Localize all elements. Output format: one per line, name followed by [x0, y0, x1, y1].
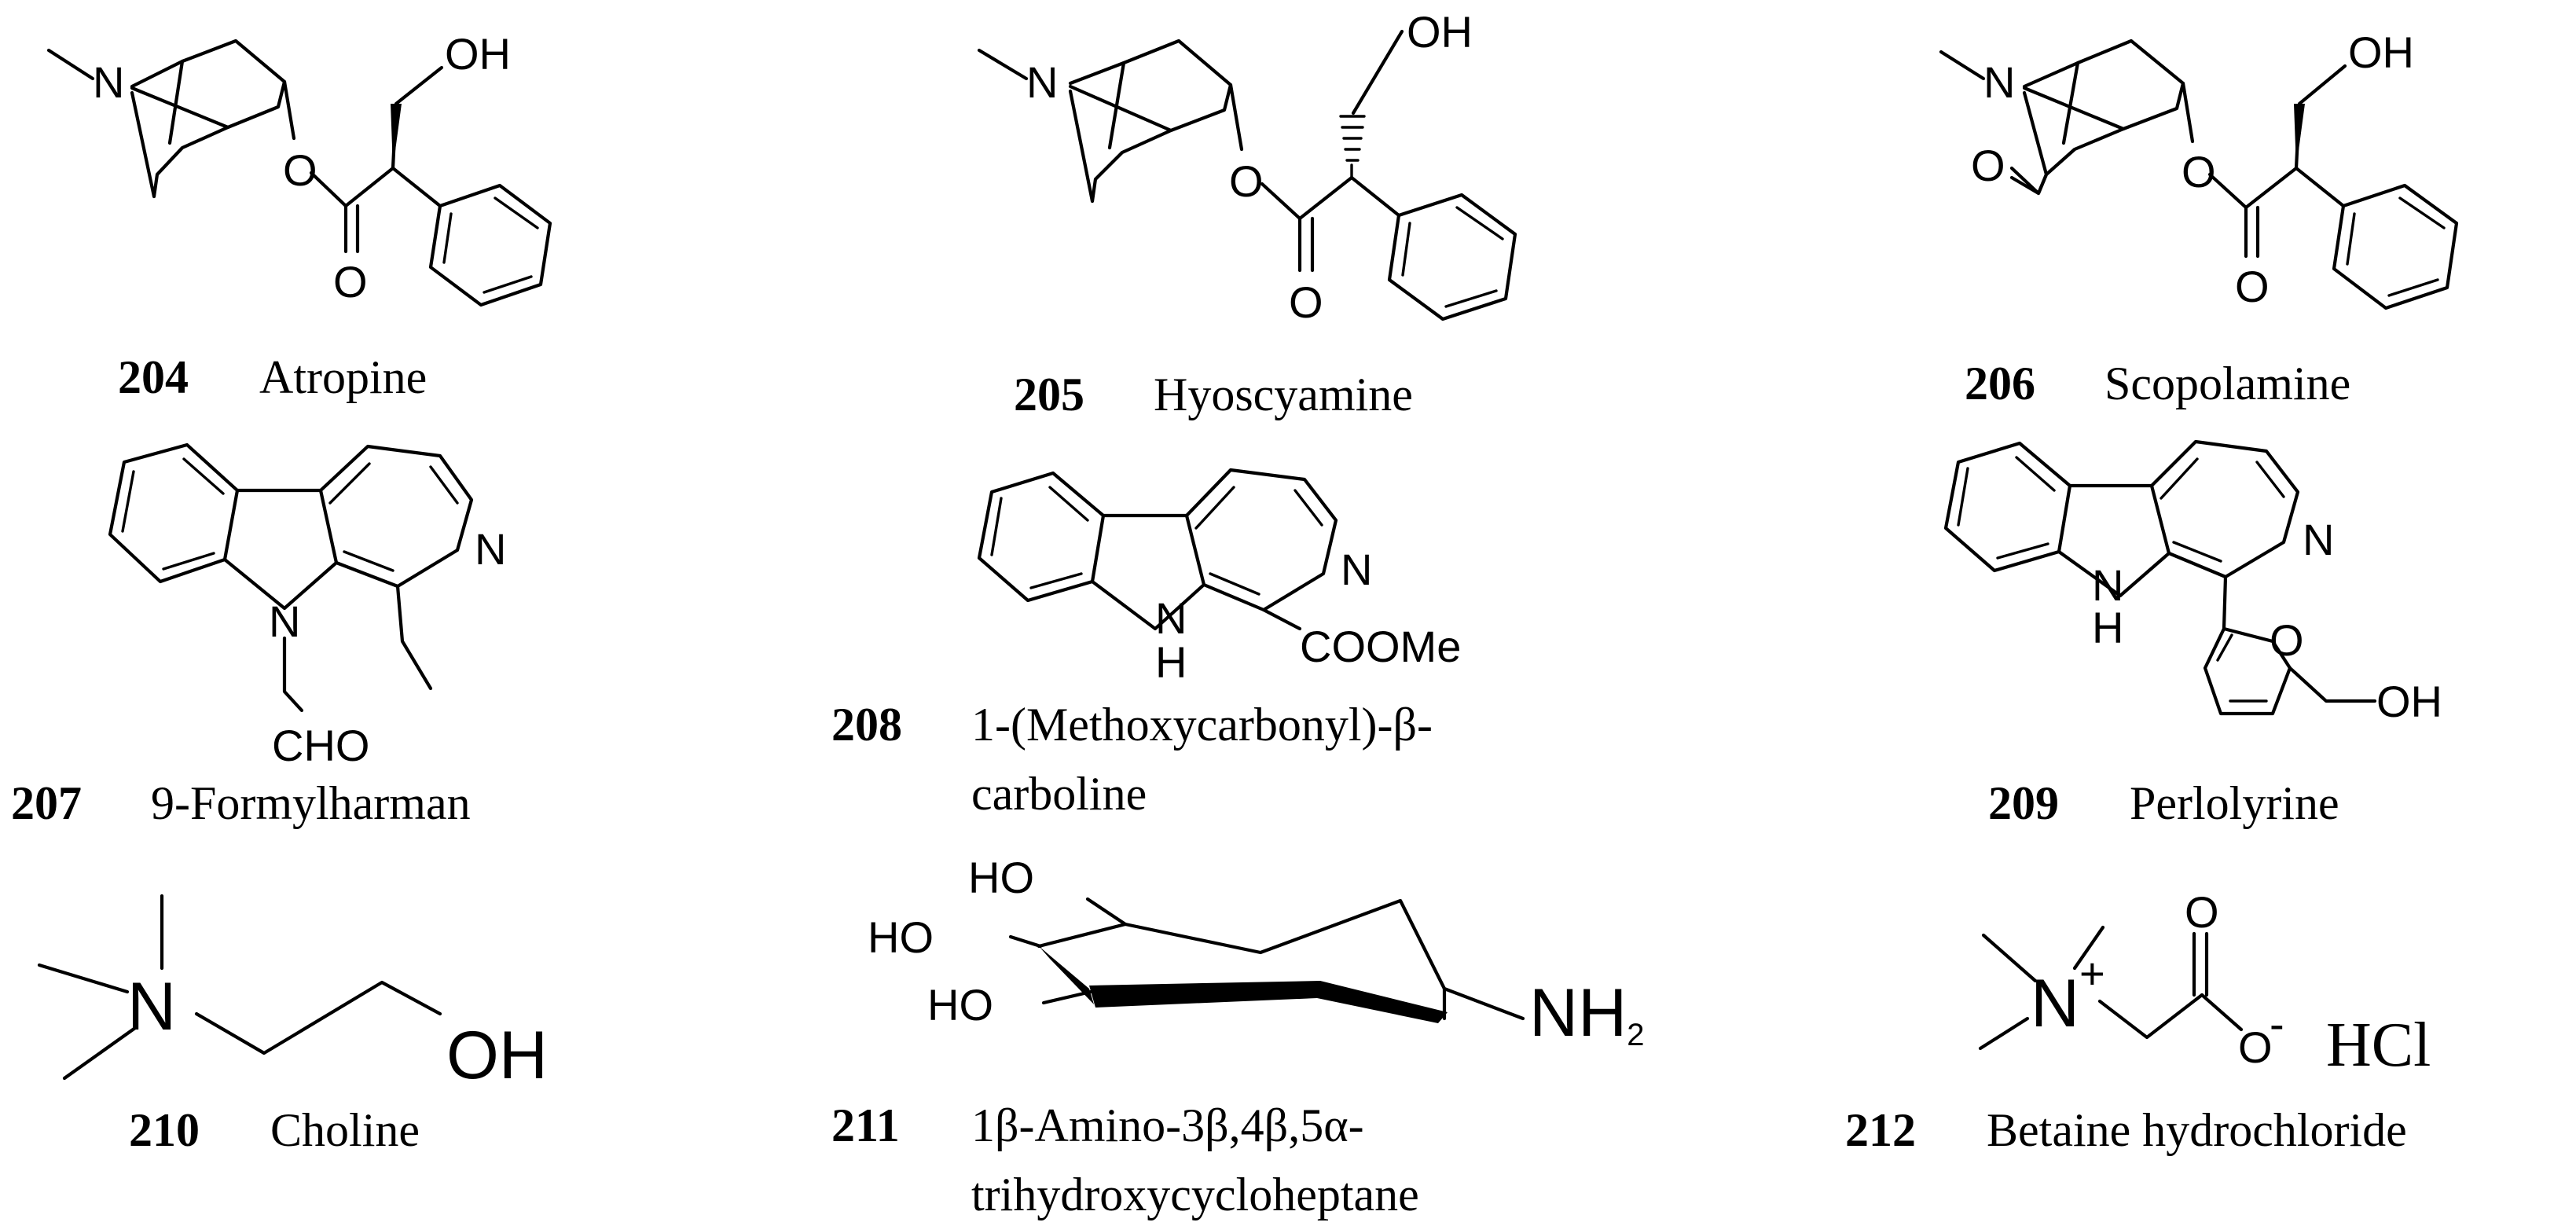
compound-208-bonds — [977, 468, 1338, 631]
atom-charge: + — [2079, 949, 2105, 998]
compound-name-line2: trihydroxycycloheptane — [971, 1169, 1419, 1220]
compound-211-aminotrihydroxycycloheptane: HO HO HO NH2 211 1β-Amino-3β,4β,5α- trih… — [831, 853, 1644, 1220]
compound-number: 206 — [1965, 358, 2035, 409]
compound-212-bonds — [1978, 925, 2244, 1051]
compound-name-line1: 1-(Methoxycarbonyl)-β- — [971, 699, 1433, 751]
atom-label: HO — [868, 912, 934, 962]
atom-label: HO — [968, 853, 1034, 902]
compound-209-bonds — [1943, 439, 2377, 716]
compound-name: Betaine hydrochloride — [1987, 1104, 2407, 1156]
compound-number: 211 — [831, 1099, 900, 1151]
compound-208-methoxycarbonyl-carboline: N N H COOMe 208 1-(Methoxycarbonyl)-β- c… — [831, 468, 1461, 820]
amine-nh: NH — [1529, 975, 1627, 1051]
compound-name-line2: carboline — [971, 768, 1147, 820]
compound-name: Scopolamine — [2104, 358, 2350, 409]
atom-label: HO — [927, 980, 993, 1030]
atom-label: N — [1341, 545, 1372, 594]
compound-206-scopolamine: N OH O O O 206 Scopolamine — [1939, 28, 2459, 409]
atom-label: COOMe — [1300, 622, 1461, 671]
compound-206-bonds — [1939, 39, 2459, 310]
compound-number: 204 — [118, 351, 189, 403]
atom-label: O — [1229, 156, 1264, 206]
atom-label: N — [1155, 593, 1187, 643]
atom-label: OH — [445, 29, 511, 79]
compound-name: Choline — [270, 1104, 420, 1156]
compound-name-line1: 1β-Amino-3β,4β,5α- — [971, 1099, 1364, 1151]
amine-subscript: 2 — [1627, 1018, 1644, 1052]
compound-212-betaine-hydrochloride: N + O O - HCl 212 Betaine hydrochloride — [1845, 887, 2431, 1156]
atom-label: N — [93, 57, 124, 107]
compound-number: 205 — [1014, 369, 1084, 420]
atom-label: O — [2185, 887, 2219, 937]
atom-label: N — [2031, 966, 2079, 1041]
atom-label: O — [283, 145, 317, 195]
atom-label: CHO — [272, 721, 369, 770]
compound-207-9-formylharman: N N CHO 207 9-Formylharman — [11, 442, 506, 829]
compound-211-bonds — [1008, 897, 1525, 1023]
atom-label: N — [127, 969, 176, 1044]
compound-204-bonds — [46, 39, 552, 307]
atom-label: N — [1983, 57, 2015, 107]
atom-charge: - — [2270, 999, 2284, 1048]
compound-210-bonds — [37, 894, 442, 1081]
atom-label: OH — [1407, 7, 1473, 57]
atom-label: OH — [2376, 677, 2442, 726]
compound-number: 212 — [1845, 1104, 1916, 1156]
atom-label: O — [2270, 615, 2304, 665]
atom-label: NH2 — [1529, 975, 1644, 1052]
compound-207-bonds — [108, 442, 474, 713]
atom-label: O — [2182, 147, 2216, 196]
atom-label: O — [1289, 277, 1323, 327]
atom-label: O — [1971, 141, 2005, 190]
atom-label: N — [1026, 57, 1058, 107]
compound-210-choline: N OH 210 Choline — [37, 894, 548, 1156]
atom-label: O — [2238, 1022, 2273, 1072]
atom-label: OH — [446, 1018, 548, 1093]
atom-label: O — [333, 257, 368, 306]
compound-205-bonds — [977, 29, 1517, 321]
compound-204-atropine: N OH O O 204 Atropine — [46, 29, 552, 403]
compound-name: Hyoscyamine — [1154, 369, 1413, 420]
atom-label: N — [2092, 560, 2123, 610]
compound-name: Atropine — [259, 351, 427, 403]
atom-label: N — [2303, 515, 2334, 564]
compound-number: 207 — [11, 777, 82, 829]
compound-name: Perlolyrine — [2130, 777, 2339, 829]
compound-name: 9-Formylharman — [151, 777, 471, 829]
compound-209-perlolyrine: N N H O OH 209 Perlolyrine — [1943, 439, 2442, 829]
compound-number: 209 — [1988, 777, 2059, 829]
compound-number: 210 — [129, 1104, 200, 1156]
atom-label: N — [269, 596, 300, 646]
atom-label: H — [2092, 603, 2123, 652]
atom-label: OH — [2348, 28, 2414, 77]
compound-205-hyoscyamine: N OH O O 205 Hyoscyamine — [977, 7, 1517, 420]
atom-label: N — [475, 524, 506, 574]
compound-number: 208 — [831, 699, 902, 751]
atom-label: O — [2235, 262, 2270, 311]
hcl-label: HCl — [2326, 1011, 2431, 1080]
atom-label: H — [1155, 637, 1187, 687]
